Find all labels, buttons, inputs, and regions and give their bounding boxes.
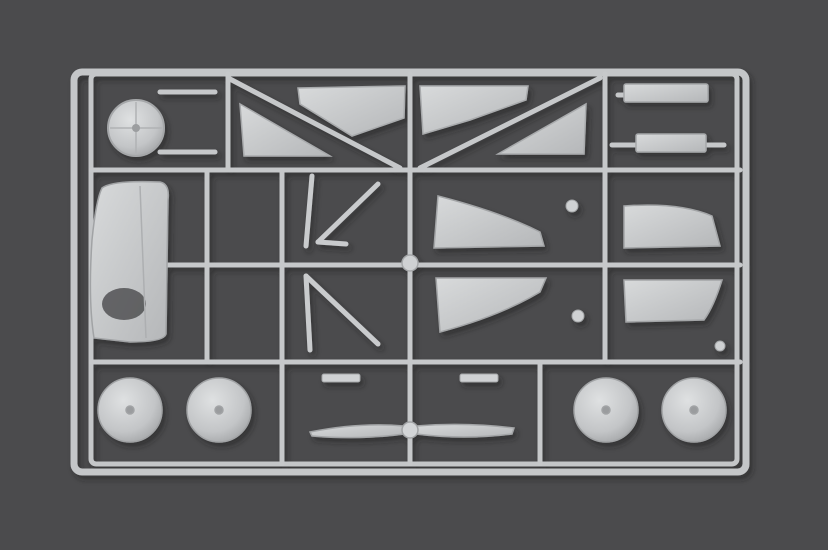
- model-kit-sprue: [70, 68, 750, 476]
- rectangular-parts: [623, 83, 709, 153]
- tailplane-parts: [433, 195, 724, 333]
- round-disc-part: [107, 99, 165, 157]
- propeller-part: [308, 421, 516, 439]
- fuselage-half-part: [89, 180, 170, 343]
- runner-hub: [401, 254, 419, 272]
- upper-wing-panels: [239, 85, 587, 157]
- small-pegs: [321, 199, 726, 383]
- landing-wheels: [97, 377, 727, 443]
- interplane-struts: [303, 173, 381, 353]
- sprue-runners: [88, 71, 743, 467]
